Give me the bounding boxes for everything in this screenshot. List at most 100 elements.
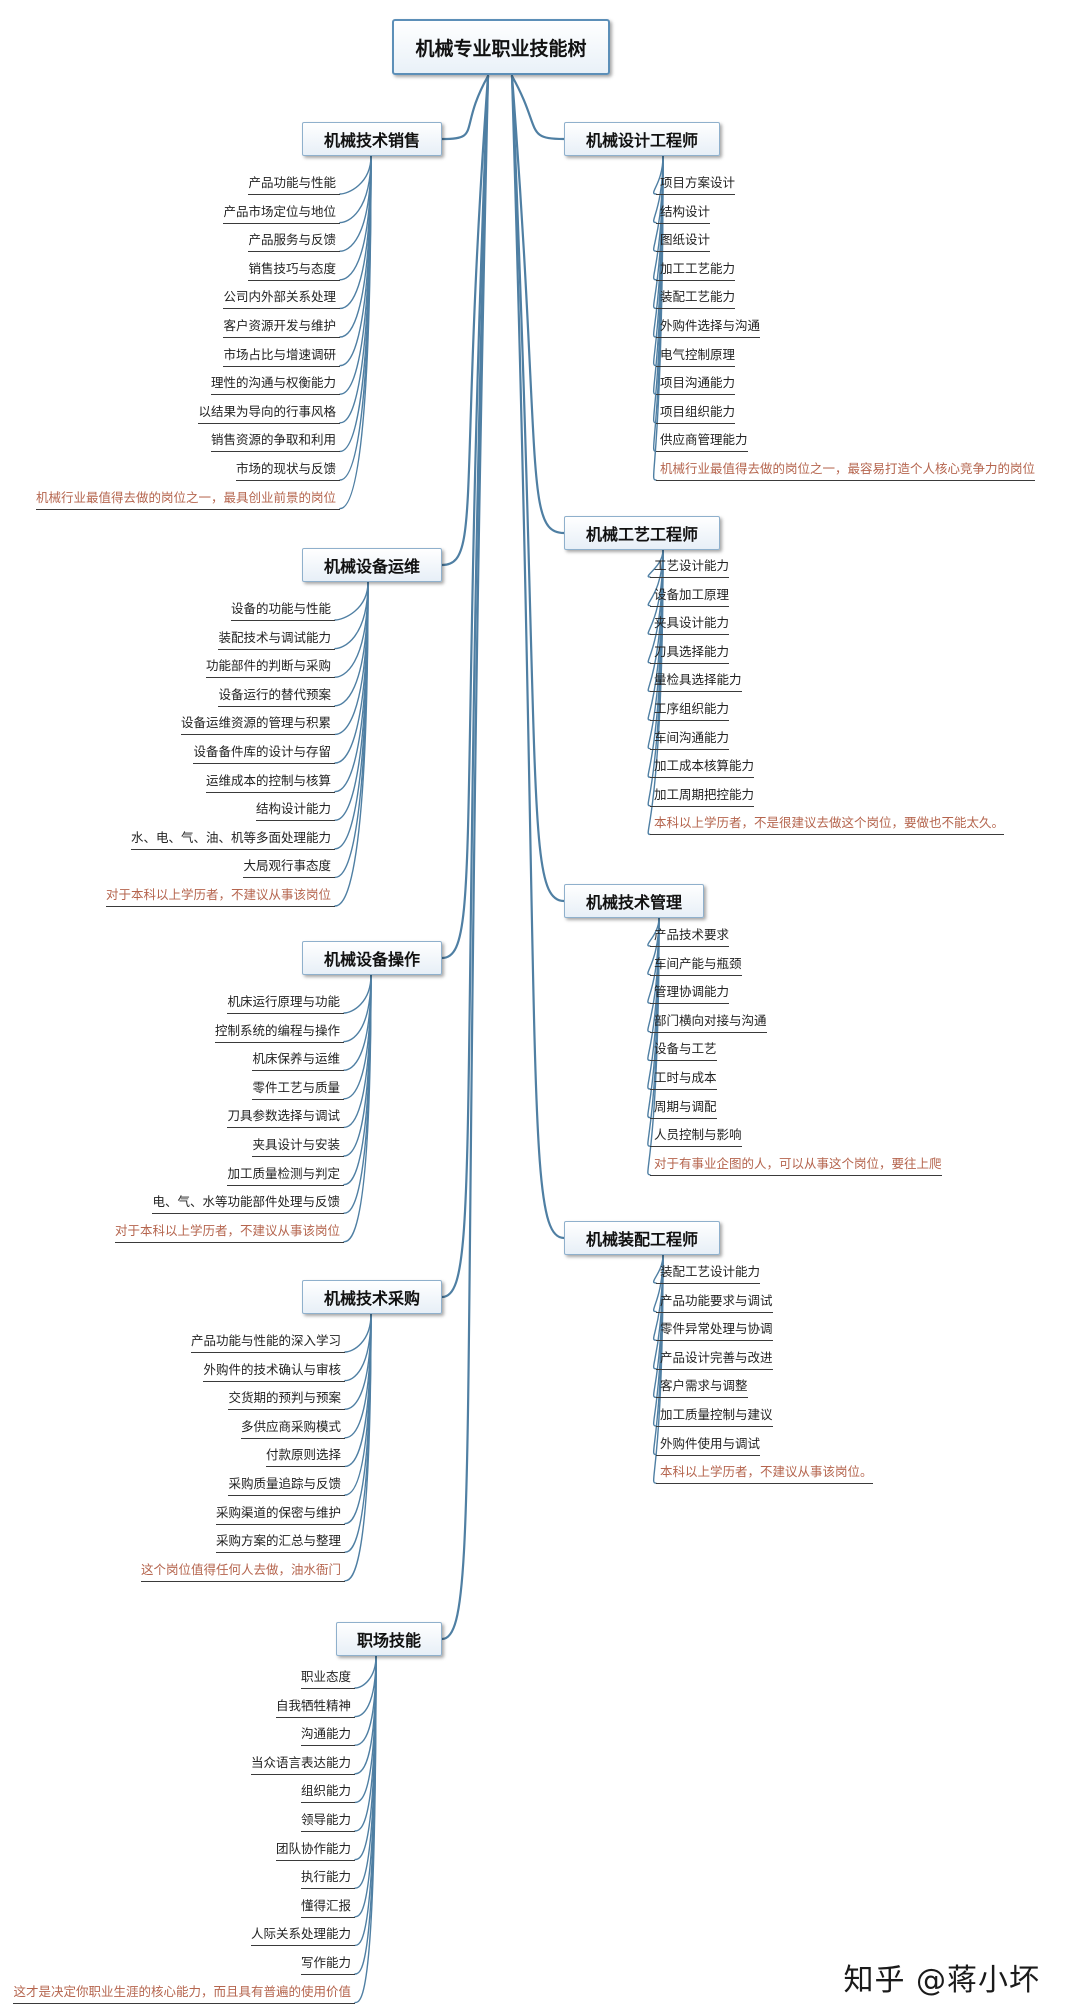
leaf-item: 大局观行事态度	[243, 856, 335, 879]
leaf-item: 团队协作能力	[275, 1839, 355, 1861]
leaf-item: 多供应商采购模式	[240, 1417, 345, 1439]
leaf-item: 结构设计能力	[255, 799, 335, 822]
leaf-item: 设备的功能与性能	[230, 599, 335, 621]
branch-note: 这个岗位值得任何人去做，油水衙门	[140, 1560, 345, 1582]
leaf-item: 装配工艺能力	[656, 287, 736, 310]
leaf-item: 执行能力	[300, 1867, 355, 1890]
leaf-item: 机床运行原理与功能	[227, 992, 344, 1014]
leaf-connector	[652, 155, 664, 481]
leaf-item: 产品服务与反馈	[248, 230, 340, 253]
leaf-item: 设备与工艺	[650, 1039, 717, 1062]
leaf-connector	[647, 917, 660, 1176]
branch-note: 机械行业最值得去做的岗位之一，最具创业前景的岗位	[35, 488, 340, 510]
leaf-item: 组织能力	[300, 1781, 355, 1804]
leaf-item: 职业态度	[300, 1667, 355, 1689]
leaf-item: 加工周期把控能力	[650, 785, 755, 807]
branch-note: 对于本科以上学历者，不建议从事该岗位	[105, 885, 335, 907]
leaf-item: 产品功能与性能	[248, 173, 340, 195]
watermark: 知乎 @蒋小坏	[843, 1963, 1040, 1998]
leaf-item: 沟通能力	[300, 1724, 355, 1747]
leaf-item: 懂得汇报	[300, 1896, 355, 1918]
leaf-item: 图纸设计	[656, 230, 711, 253]
leaf-item: 工艺设计能力	[650, 556, 730, 578]
leaf-item: 采购质量追踪与反馈	[228, 1474, 345, 1496]
branch-node: 机械设备操作	[302, 941, 442, 975]
leaf-connector	[354, 1655, 377, 2004]
leaf-item: 领导能力	[300, 1810, 355, 1832]
root-node-title: 机械专业职业技能树	[392, 19, 610, 75]
leaf-item: 设备备件库的设计与存留	[193, 742, 335, 764]
leaf-item: 水、电、气、油、机等多面处理能力	[130, 828, 335, 850]
leaf-item: 夹具设计能力	[650, 613, 730, 636]
leaf-connector	[334, 581, 369, 907]
branch-node: 机械设备运维	[302, 548, 442, 582]
branch-note: 本科以上学历者，不建议从事该岗位。	[656, 1462, 873, 1485]
leaf-item: 付款原则选择	[265, 1445, 345, 1468]
leaf-item: 机床保养与运维	[252, 1049, 344, 1072]
branch-node: 机械装配工程师	[564, 1221, 720, 1255]
leaf-item: 采购方案的汇总与整理	[215, 1531, 345, 1554]
leaf-item: 夹具设计与安装	[252, 1135, 344, 1157]
leaf-item: 工序组织能力	[650, 699, 730, 721]
leaf-item: 电气控制原理	[656, 345, 736, 367]
leaf-item: 外购件选择与沟通	[656, 316, 761, 338]
branch-node: 机械技术采购	[302, 1280, 442, 1314]
leaf-item: 人员控制与影响	[650, 1125, 742, 1148]
branch-node: 职场技能	[336, 1622, 442, 1656]
branch-node: 机械技术管理	[564, 884, 704, 918]
leaf-item: 供应商管理能力	[656, 430, 748, 453]
leaf-item: 项目方案设计	[656, 173, 736, 195]
leaf-item: 人际关系处理能力	[250, 1924, 355, 1947]
leaf-item: 刀具选择能力	[650, 642, 730, 664]
leaf-item: 零件异常处理与协调	[656, 1319, 773, 1342]
leaf-item: 加工质量检测与判定	[227, 1164, 344, 1186]
leaf-item: 交货期的预判与预案	[228, 1388, 345, 1411]
leaf-item: 设备运维资源的管理与积累	[180, 713, 335, 736]
leaf-connector	[339, 155, 372, 510]
leaf-connector	[343, 974, 372, 1243]
leaf-item: 产品功能与性能的深入学习	[190, 1331, 345, 1353]
leaf-item: 当众语言表达能力	[250, 1753, 355, 1775]
branch-connector	[440, 74, 490, 1641]
leaf-item: 销售技巧与态度	[248, 259, 340, 281]
leaf-item: 理性的沟通与权衡能力	[210, 373, 340, 396]
leaf-item: 部门横向对接与沟通	[650, 1011, 767, 1033]
leaf-item: 功能部件的判断与采购	[205, 656, 335, 679]
leaf-item: 加工工艺能力	[656, 259, 736, 281]
leaf-connector	[652, 1254, 664, 1484]
branch-note: 这才是决定你职业生涯的核心能力，而且具有普遍的使用价值	[13, 1982, 355, 2004]
leaf-item: 刀具参数选择与调试	[227, 1106, 344, 1129]
leaf-connector	[354, 1655, 377, 1689]
leaf-item: 车间沟通能力	[650, 728, 730, 750]
branch-connector	[440, 74, 490, 567]
leaf-item: 量检具选择能力	[650, 670, 742, 693]
branch-connector	[510, 74, 566, 535]
leaf-item: 市场占比与增速调研	[223, 345, 340, 367]
leaf-item: 设备加工原理	[650, 585, 730, 607]
branch-connector	[440, 74, 490, 960]
branch-node: 机械设计工程师	[564, 122, 720, 156]
leaf-item: 加工质量控制与建议	[656, 1405, 773, 1427]
leaf-item: 客户资源开发与维护	[223, 316, 340, 338]
leaf-connector	[339, 155, 372, 195]
branch-connector	[440, 74, 490, 141]
branch-note: 本科以上学历者，不是很建议去做这个岗位，要做也不能太久。	[650, 813, 1005, 836]
leaf-item: 结构设计	[656, 202, 711, 224]
leaf-item: 运维成本的控制与核算	[205, 771, 335, 793]
leaf-item: 管理协调能力	[650, 982, 730, 1005]
leaf-connector	[334, 581, 369, 678]
branch-node: 机械工艺工程师	[564, 516, 720, 550]
leaf-item: 产品设计完善与改进	[656, 1348, 773, 1370]
leaf-item: 客户需求与调整	[656, 1376, 748, 1399]
leaf-item: 写作能力	[300, 1953, 355, 1975]
leaf-item: 项目组织能力	[656, 402, 736, 424]
leaf-item: 设备运行的替代预案	[218, 685, 335, 707]
branch-node: 机械技术销售	[302, 122, 442, 156]
branch-connector	[510, 74, 566, 141]
leaf-item: 产品市场定位与地位	[223, 202, 340, 224]
leaf-connector	[647, 549, 664, 836]
branch-connector	[510, 74, 566, 903]
leaf-item: 工时与成本	[650, 1068, 717, 1090]
